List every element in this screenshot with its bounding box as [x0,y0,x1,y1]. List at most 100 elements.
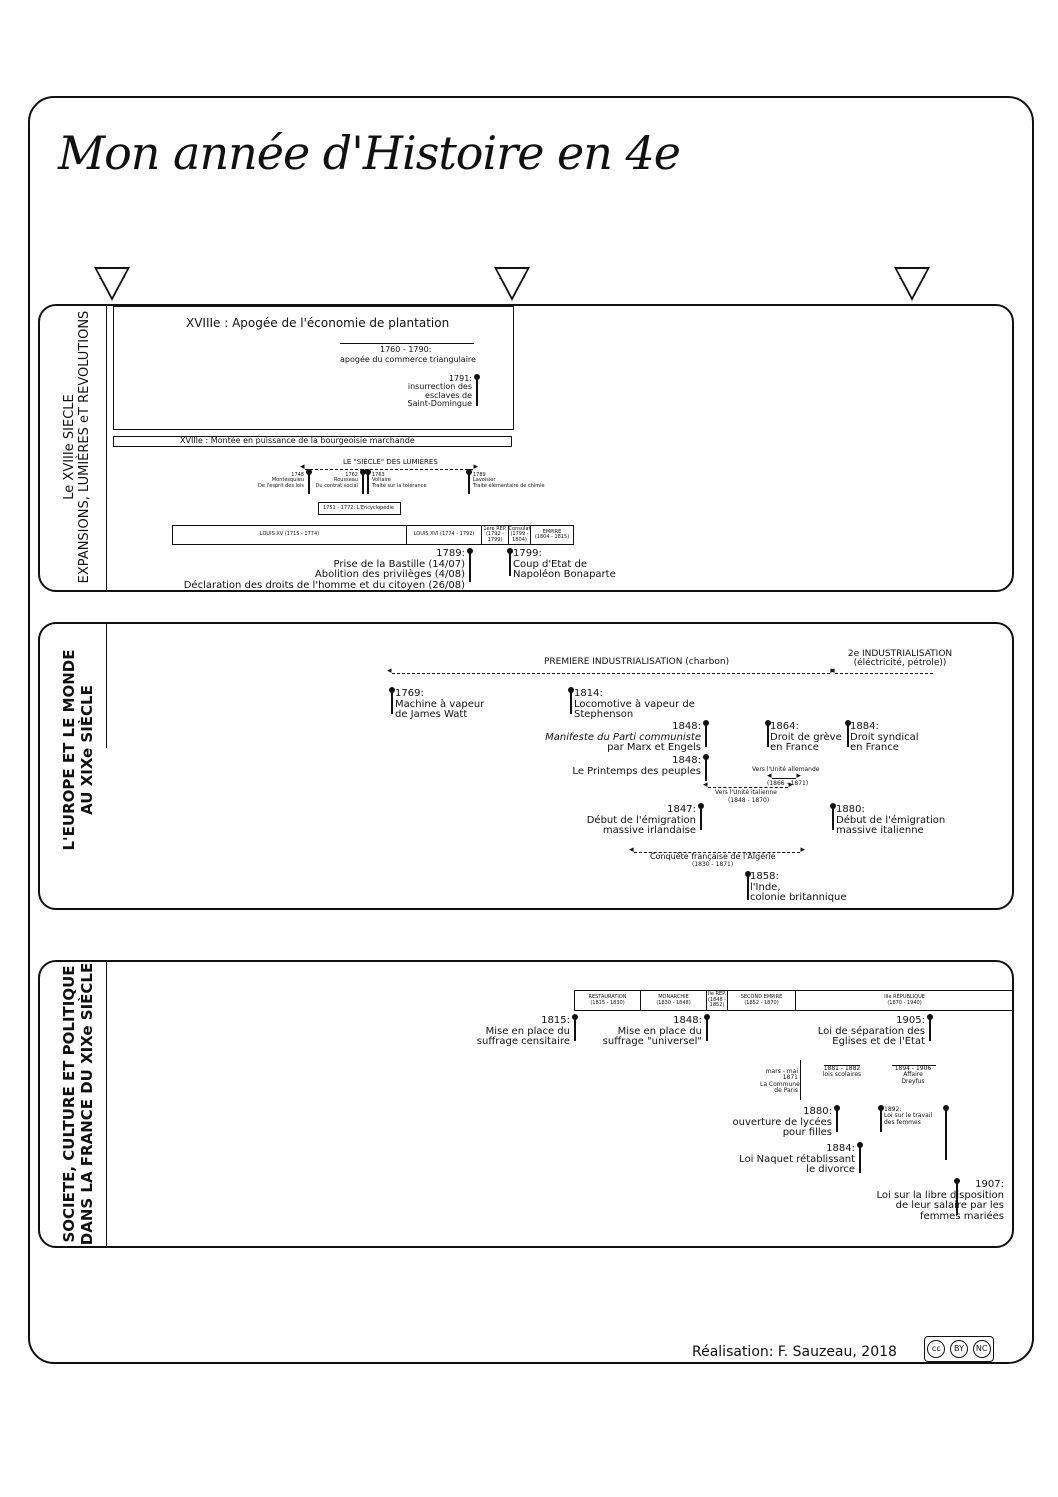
regime-monarchie: MONARCHIE(1830 - 1848) [640,990,707,1011]
reign-dates: (1792 - 1799) [485,531,505,543]
event-year: 1864: [770,721,799,732]
event-year: 1880: [836,804,865,815]
coup-event: 1799: Coup d'Etat de Napoléon Bonaparte [513,548,616,581]
event-text: Mise en place du [485,1025,570,1037]
pin [365,469,371,494]
event-year: 1847: [667,804,696,815]
manifeste-event: 1848: Manifeste du Parti communiste par … [530,721,701,754]
event-text: Du contrat social [315,482,358,489]
event-text: le divorce [806,1164,855,1175]
algerie-dates: (1830 - 1871) [692,861,734,868]
pin [306,469,312,494]
salaire-event: 1907: Loi sur la libre disposition de le… [860,1179,1004,1222]
marker-label: 1900 [898,269,926,282]
pin [507,548,513,576]
event-text: femmes mariées [920,1210,1004,1222]
unite-italienne-label: Vers l'Unité italienne [715,789,777,796]
triangle-dates: 1760 - 1790: [380,345,432,354]
pin [857,1142,863,1173]
pin [466,469,472,494]
syndical-event: 1884: Droit syndical en France [850,721,919,754]
section-18th-century [38,304,1014,592]
section-2-label: L'EUROPE ET LE MONDE AU XIXe SIÈCLE [60,620,96,880]
bourgeoisie-box [113,436,512,447]
ferry-line [824,1065,860,1066]
event-text: Voltaire [372,477,391,484]
unite-allemande-label: Vers l'Unité allemande [752,766,820,773]
event-year: 1905: [896,1015,925,1026]
event-text: Droit syndical [850,731,919,743]
event-text: Coup d'Etat de [513,558,588,570]
marker-1900: 1900 [894,267,930,301]
pin [389,687,395,714]
event-text: Loi sur la libre disposition [876,1189,1004,1201]
regime-restauration: RESTAURATION(1815 - 1830) [574,990,641,1011]
pin [698,803,704,830]
lycees-event: 1880: ouverture de lycées pour filles [720,1106,832,1139]
pin [568,687,574,714]
credit-text: Réalisation: F. Sauzeau, 2018 [692,1344,897,1360]
pin [765,720,771,747]
event-text: Prise de la Bastille (14/07) [333,558,465,570]
pin [943,1105,949,1160]
regime-label: SECOND EMPIRE [740,994,783,1000]
event-text: Abolition des privilèges (4/08) [314,569,465,580]
voltaire-event: 1763 Voltaire Traité sur la tolérance [372,472,427,489]
event-year: 1814: [574,688,603,699]
lavoisier-event: 1789 Lavoisier Traité élémentaire de chi… [473,472,545,489]
event-text: Loi sur le travail [884,1112,933,1120]
regime-rep2: IIe RÉP.(1848 - 1852) [706,990,728,1011]
event-text: Napoléon Bonaparte [513,569,616,580]
regime-dates: (1830 - 1848) [656,999,691,1006]
unite-italienne-arrow [703,780,793,790]
reign-louis16: LOUIS XVI (1774 - 1792) [406,525,482,545]
italie-event: 1880: Début de l'émigration massive ital… [836,804,945,837]
event-text: Traité élémentaire de chimie [473,482,545,489]
section-divider [106,306,107,590]
event-year: 1789: [436,548,465,559]
regime-dates: (1852 - 1870) [744,999,779,1006]
marker-label: 1700 [98,269,126,282]
plantation-box [113,306,514,430]
reign-label: LOUIS XV (1715 - 1774) [259,531,320,538]
event-text: (éléctricité, pétrole)) [853,658,947,669]
regime-dates: (1848 - 1852) [707,996,727,1009]
event-text: Loi Naquet rétablissant [739,1153,855,1165]
event-year: 1858: [750,871,779,882]
encyclopedie-text: 1751 - 1772: L'Encyclopédie [323,505,394,511]
event-text: l'Inde, [750,881,781,893]
event-text: de James Watt [395,709,468,720]
event-text: Stephenson [574,709,634,720]
rousseau-event: 1762 Rousseau Du contrat social [314,472,358,489]
pin [572,1014,578,1041]
event-text: des femmes [884,1118,921,1126]
section-label-line: SOCIETE, CULTURE ET POLITIQUE [60,965,78,1243]
regime-label: MONARCHIE [658,994,689,1000]
event-year: 1762 [345,472,358,478]
event-text: en France [850,742,899,753]
event-text: De l'esprit des lois [258,482,305,489]
section-1-label: Le XVIIIe SIECLE EXPANSIONS, LUMIÈRES eT… [62,307,92,587]
event-text: Eglises et de l'Etat [832,1036,925,1047]
commune-event: mars - mai 1871 La Commune de Paris [760,1068,800,1094]
event-text: Montesquieu [271,477,304,484]
event-text: suffrage "universel" [602,1036,702,1047]
event-text: Locomotive à vapeur de [574,698,695,710]
event-text: par Marx et Engels [607,742,701,753]
event-text: Début de l'émigration [586,814,696,826]
encyclopedie-box [318,502,401,515]
pin [830,803,836,830]
event-text: Traité sur la tolérance [372,482,427,489]
pin [703,720,709,747]
triangle-line [340,343,474,344]
reign-label: Consulat [508,525,531,532]
event-text: 2e INDUSTRIALISATION [847,649,953,659]
reign-label: 1ère REP. [483,525,507,532]
indus2-arrow [830,666,933,676]
event-year: 1848: [673,1015,702,1026]
event-year: 1907: [975,1179,1004,1190]
marker-label: 1800 [498,269,526,282]
event-text: en France [770,742,819,753]
plantation-title: XVIIIe : Apogée de l'économie de plantat… [186,316,450,330]
event-year: 1881 - 1882 [823,1065,861,1072]
